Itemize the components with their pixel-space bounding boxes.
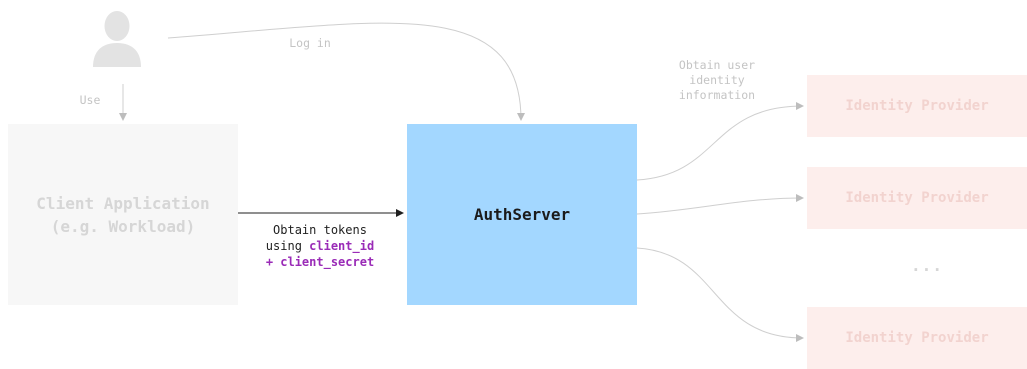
- authserver-label: AuthServer: [473, 205, 571, 224]
- client-secret-code: + client_secret: [265, 255, 375, 269]
- label-log-in: Log in: [289, 36, 331, 50]
- identity-provider-box-1: Identity Provider: [807, 75, 1027, 137]
- edge-authserver-to-idp-1: [636, 102, 804, 181]
- identity-provider-box-3: Identity Provider: [807, 307, 1027, 369]
- edge-authserver-to-idp-2: [636, 194, 804, 215]
- label-obtain-user-identity: Obtain user identity information: [678, 58, 756, 102]
- edge-authserver-to-idp-3: [636, 247, 804, 342]
- authserver-box: AuthServer: [407, 124, 637, 305]
- label-use: Use: [79, 93, 101, 107]
- label-obtain-tokens: Obtain tokens using client_id + client_s…: [250, 222, 390, 270]
- more-providers-ellipsis: ...: [911, 256, 943, 275]
- client-id-code: client_id: [309, 239, 375, 253]
- edge-user-to-authserver: [167, 22, 525, 121]
- user-icon: [93, 11, 141, 67]
- identity-provider-box-2: Identity Provider: [807, 167, 1027, 229]
- client-application-box: Client Application (e.g. Workload): [8, 124, 238, 305]
- client-box-title: Client Application: [36, 193, 210, 213]
- client-box-subtitle: (e.g. Workload): [50, 216, 196, 236]
